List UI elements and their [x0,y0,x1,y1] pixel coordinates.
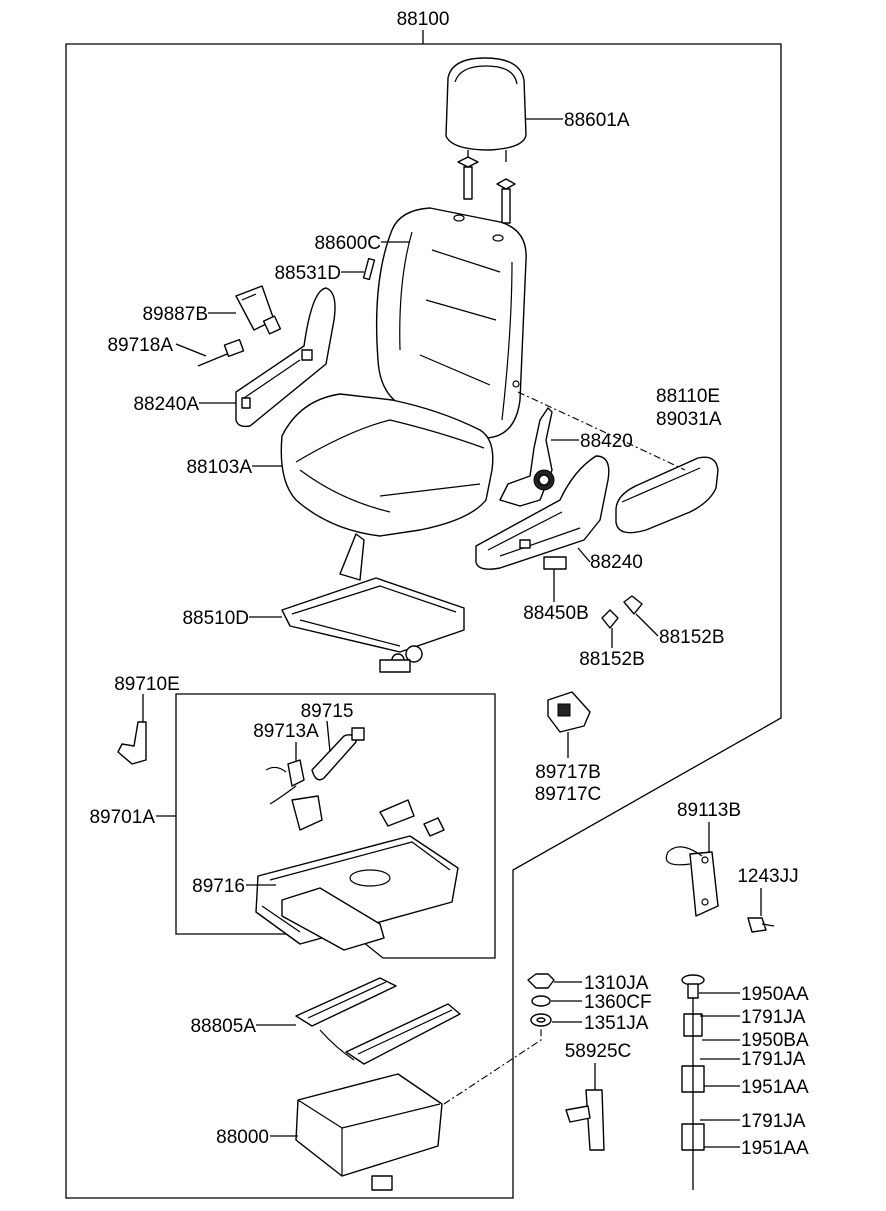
label-assembly: 88100 [397,9,450,30]
label-seat-track: 88510D [182,608,249,629]
label-base: 88000 [216,1127,269,1148]
outer-shield-drawing [475,455,610,570]
label-guide-pin: 88531D [274,263,341,284]
bracket-drawing [117,721,147,765]
label-outer-shield: 88240 [590,552,643,573]
label-headrest: 88601A [564,110,630,131]
label-buckle-wire: 89718A [107,335,173,356]
armrest-drawing [615,456,719,534]
label-bolt-a: 1950AA [741,984,809,1005]
label-armrest-b: 89031A [656,409,722,430]
label-stud: 58925C [565,1041,632,1062]
harness-drawing [665,846,719,917]
label-switch-b: 89717B [535,762,601,783]
label-sleeve-1: 1951AA [741,1077,809,1098]
sensor-drawing [265,759,305,805]
label-washer-b: 1351JA [584,1013,649,1034]
label-switch-c: 89717C [535,784,602,805]
inner-shield-drawing [235,287,336,428]
buckle-wire-drawing [197,338,245,367]
pretensioner-drawing [311,727,365,781]
module-parts-drawing [291,795,445,837]
label-bolt-b: 1950BA [741,1030,809,1051]
label-module-assy: 89701A [89,807,155,828]
label-inner-shield: 88240A [133,394,199,415]
label-screw: 1243JJ [737,866,798,887]
screw-drawing [747,917,775,933]
switch-drawing [547,691,591,733]
buckle-drawing [235,285,282,335]
nut-washer-drawing [527,973,555,1027]
base-drawing [295,1073,443,1191]
seat-cushion-drawing [280,393,494,537]
rail-drawing [295,977,461,1065]
label-harness: 89113B [677,800,741,821]
label-seat-back: 88600C [314,233,381,254]
label-clip-2: 1791JA [741,1049,806,1070]
cover-drawing [601,595,643,629]
seat-track-drawing [281,533,465,673]
label-armrest-a: 88110E [656,386,720,407]
recliner-drawing [499,407,555,507]
label-clip-3: 1791JA [741,1111,806,1132]
label-cover-b: 88152B [579,649,645,670]
label-nut: 1310JA [584,973,649,994]
label-pretensioner: 89715 [301,701,354,722]
guide-pin-drawing [362,257,376,281]
module-box [175,693,496,959]
seat-back-drawing [375,207,527,439]
frame-drawing [255,835,459,951]
label-clip-1: 1791JA [741,1007,806,1028]
label-bracket: 89710E [114,674,180,695]
label-rail: 88805A [190,1016,256,1037]
label-seat-cushion: 88103A [186,457,252,478]
label-buckle: 89887B [142,304,208,325]
label-washer-a: 1360CF [584,992,652,1013]
stud-drawing [565,1089,605,1151]
label-knob: 88450B [523,603,589,624]
label-sensor: 89713A [253,721,319,742]
label-sleeve-2: 1951AA [741,1138,809,1159]
headrest-drawing [445,57,527,224]
label-recliner: 88420 [580,431,633,452]
assembly-outline [65,43,782,1199]
bolt-stack-drawing [681,974,705,1190]
label-frame: 89716 [192,876,245,897]
knob-drawing [543,556,567,570]
label-cover-a: 88152B [659,627,725,648]
